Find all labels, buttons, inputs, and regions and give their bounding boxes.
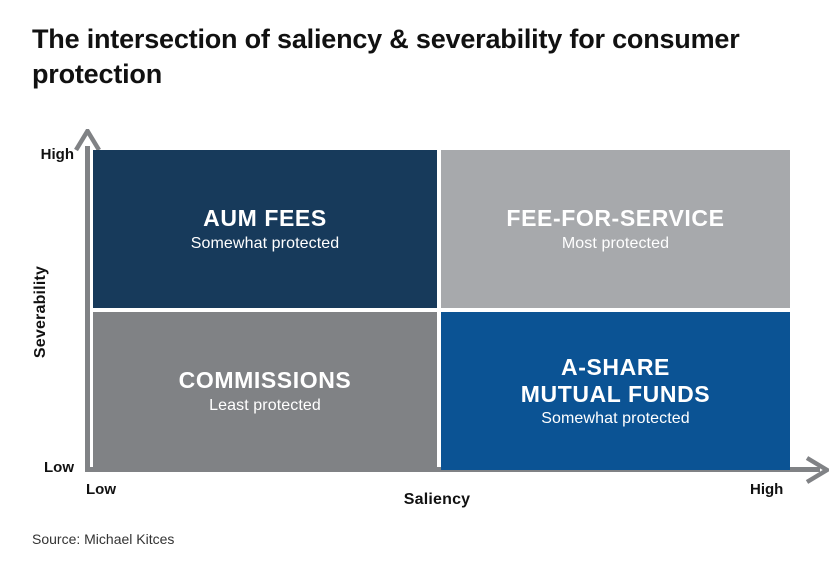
arrow-right-icon xyxy=(805,456,832,484)
quadrant-label: AUM FEES xyxy=(203,205,327,232)
y-axis-line xyxy=(85,146,90,472)
quadrant-sublabel: Somewhat protected xyxy=(541,409,690,427)
quadrant-label: FEE-FOR-SERVICE xyxy=(506,205,725,232)
quadrant-sublabel: Somewhat protected xyxy=(190,234,340,252)
quadrant-cell-aum-fees: AUM FEES Somewhat protected xyxy=(93,150,437,308)
arrow-up-icon xyxy=(74,126,101,152)
x-axis-high-label: High xyxy=(750,481,784,498)
x-axis-low-label: Low xyxy=(86,481,116,498)
quadrant-label: A-SHARE MUTUAL FUNDS xyxy=(520,354,711,407)
quadrant-matrix: AUM FEES Somewhat protected FEE-FOR-SERV… xyxy=(93,150,790,470)
quadrant-cell-commissions: COMMISSIONS Least protected xyxy=(93,312,437,470)
quadrant-cell-fee-for-service: FEE-FOR-SERVICE Most protected xyxy=(441,150,790,308)
quadrant-cell-a-share-mutual-funds: A-SHARE MUTUAL FUNDS Somewhat protected xyxy=(441,312,790,470)
y-axis-high-label: High xyxy=(40,146,74,163)
quadrant-sublabel: Most protected xyxy=(561,234,670,252)
page-title: The intersection of saliency & severabil… xyxy=(32,24,740,90)
quadrant-sublabel: Least protected xyxy=(209,396,321,414)
x-axis-title: Saliency xyxy=(403,491,471,508)
y-axis-title: Severability xyxy=(32,265,49,359)
quadrant-label: COMMISSIONS xyxy=(178,367,352,394)
y-axis-low-label: Low xyxy=(44,459,74,476)
source-note: Source: Michael Kitces xyxy=(32,531,175,547)
